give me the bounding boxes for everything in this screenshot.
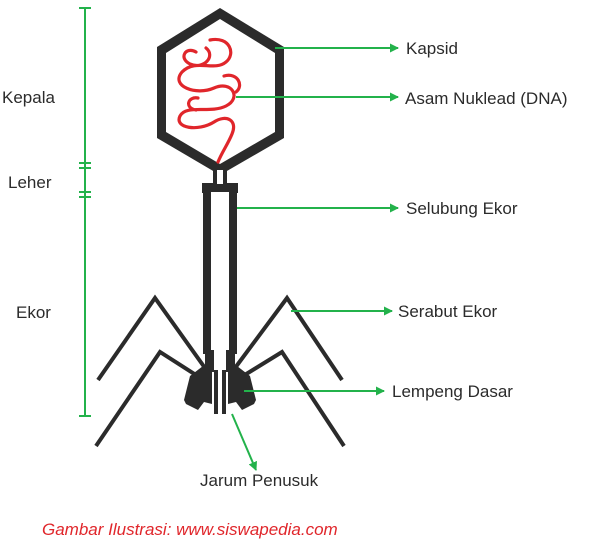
callout-serabut-ekor: Serabut Ekor [398, 302, 498, 321]
callout-selubung-ekor: Selubung Ekor [406, 199, 518, 218]
region-label-ekor: Ekor [16, 303, 51, 322]
dna-strand [177, 37, 242, 164]
region-label-leher: Leher [8, 173, 52, 192]
tail-sheath [203, 192, 237, 354]
neck-collar [202, 170, 238, 193]
pointer-lines [231, 43, 399, 471]
callout-lempeng-dasar: Lempeng Dasar [392, 382, 513, 401]
base-plate [184, 350, 256, 410]
capsid-head [157, 8, 284, 175]
callout-jarum-penusuk: Jarum Penusuk [200, 471, 319, 490]
callout-kapsid: Kapsid [406, 39, 458, 58]
tail-fibers [94, 294, 346, 448]
credit-text: Gambar Ilustrasi: www.siswapedia.com [42, 520, 338, 539]
region-bracket [79, 7, 91, 417]
tail-needle [214, 370, 226, 414]
pointer-jarum [231, 413, 257, 471]
callout-dna: Asam Nuklead (DNA) [405, 89, 568, 108]
region-label-kepala: Kepala [2, 88, 55, 107]
